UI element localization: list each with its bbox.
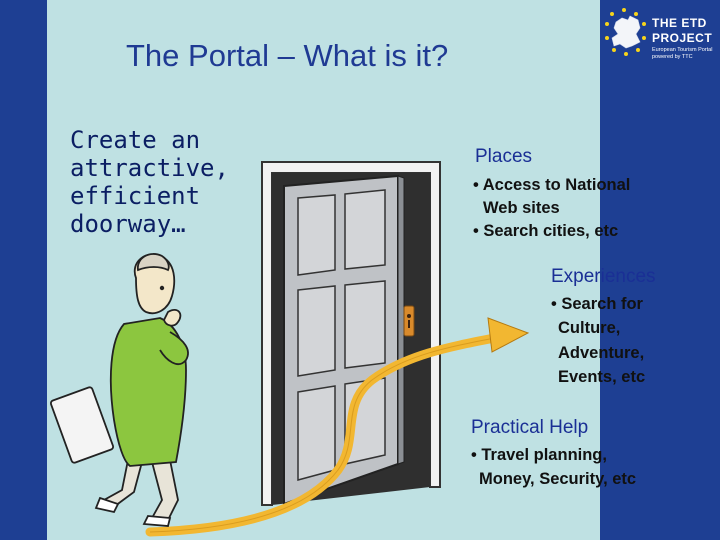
experiences-heading: Experiences	[551, 266, 656, 287]
right-blue-band	[600, 0, 720, 540]
experiences-bullet-line-2: Culture,	[558, 319, 621, 337]
places-bullet-1-line-1: • Access to National	[473, 176, 631, 194]
slide-tagline: Create an attractive, efficient doorway…	[70, 126, 229, 238]
places-bullet-1-line-2: Web sites	[483, 199, 560, 217]
places-bullet-2: • Search cities, etc	[473, 222, 619, 240]
places-heading: Places	[475, 146, 533, 167]
practical-bullet-line-2: Money, Security, etc	[479, 470, 637, 488]
practical-help-heading: Practical Help	[471, 417, 589, 438]
eu-map-stars-icon	[605, 8, 646, 56]
logo-line-2: PROJECT	[652, 31, 713, 45]
logo-line-1: THE ETD	[652, 16, 707, 30]
curved-path-arrow-icon	[145, 317, 530, 537]
experiences-bullet-line-4: Events, etc	[558, 368, 646, 386]
logo-line-4: powered by TTC	[652, 54, 693, 60]
logo-line-3: European Tourism Portal	[652, 47, 713, 53]
slide-title: The Portal – What is it?	[126, 38, 449, 73]
left-blue-band	[0, 0, 47, 540]
practical-bullet-line-1: • Travel planning,	[471, 446, 607, 464]
door-panel	[283, 174, 405, 506]
keyhole-icon	[403, 305, 415, 337]
experiences-bullet-line-1: • Search for	[551, 295, 643, 313]
thinking-person-figure	[49, 253, 189, 527]
experiences-bullet-line-3: Adventure,	[558, 344, 645, 362]
